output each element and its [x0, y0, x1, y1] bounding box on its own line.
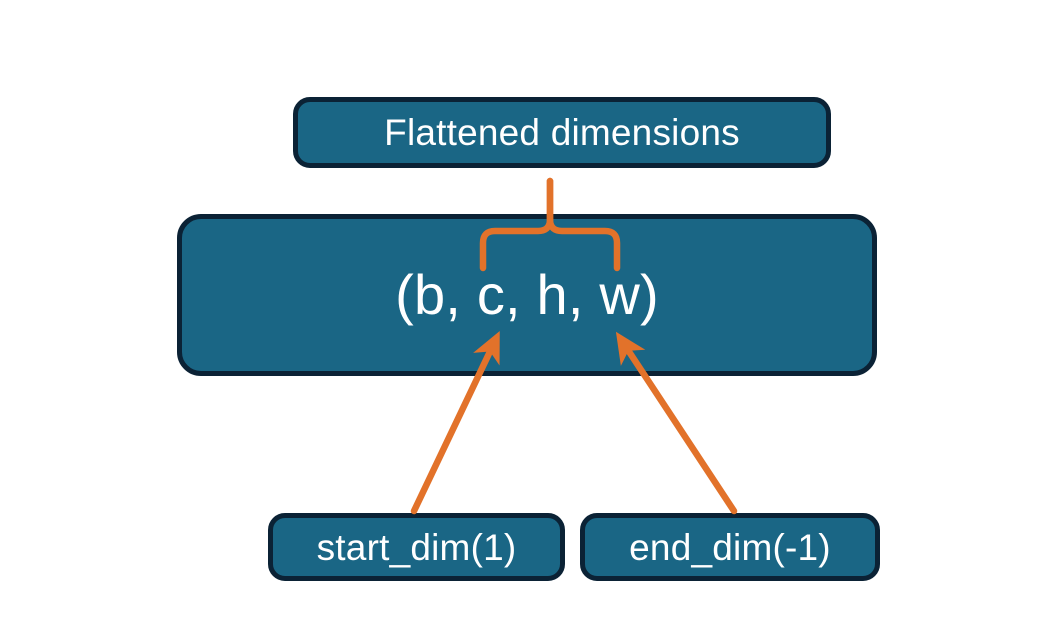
node-end-dim-label: end_dim(-1) — [629, 526, 831, 568]
node-flattened-dimensions-label: Flattened dimensions — [384, 112, 740, 153]
node-flattened-dimensions: Flattened dimensions — [293, 97, 831, 168]
node-start-dim-label: start_dim(1) — [316, 526, 517, 568]
node-end-dim: end_dim(-1) — [580, 513, 880, 581]
node-start-dim: start_dim(1) — [268, 513, 565, 581]
node-tensor-shape: (b, c, h, w) — [177, 214, 877, 376]
node-tensor-shape-label: (b, c, h, w) — [395, 263, 659, 326]
